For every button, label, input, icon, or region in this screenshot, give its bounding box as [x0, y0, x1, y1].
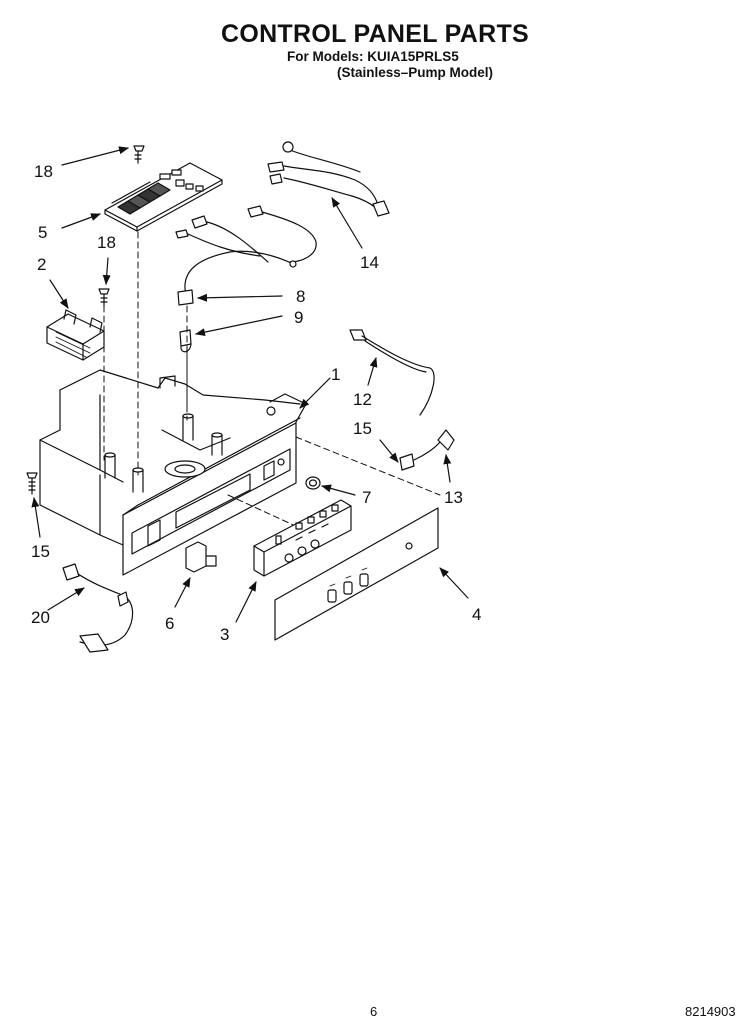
callout-8: 8	[296, 287, 305, 306]
callout-14: 14	[360, 253, 379, 272]
control-housing-part-1	[39, 369, 307, 576]
models-subtitle: For Models: KUIA15PRLS5	[287, 49, 459, 64]
door-switch-part-6	[185, 541, 217, 573]
callout-5: 5	[38, 223, 47, 242]
callout-7: 7	[362, 488, 371, 507]
callout-numbers: 18 5 18 2 14 8 9 1 12 15 7 13 15 20 6 3 …	[31, 162, 481, 644]
sensor-cable-part-20	[62, 563, 134, 653]
callout-18-lower: 18	[97, 233, 116, 252]
callout-4: 4	[472, 605, 481, 624]
callout-18-top: 18	[34, 162, 53, 181]
callout-13: 13	[444, 488, 463, 507]
wire-harness-part-14	[267, 141, 390, 217]
callout-leaders	[31, 146, 469, 623]
callout-15-left: 15	[31, 542, 50, 561]
model-variant-subtitle: (Stainless–Pump Model)	[337, 65, 494, 80]
document-number: 8214903	[685, 1004, 736, 1019]
switch-board-part-3	[253, 499, 352, 577]
lamp-bulb-part-9	[179, 329, 192, 353]
wire-part-12	[349, 329, 435, 416]
screw-part-18-upper	[133, 145, 145, 164]
callout-2: 2	[37, 255, 46, 274]
thermistor-part-13	[437, 429, 455, 451]
page-number: 6	[370, 1004, 378, 1019]
callout-1: 1	[331, 365, 340, 384]
indicator-lens-part-7	[305, 476, 321, 490]
transformer-part-2	[46, 309, 105, 361]
callout-15-right: 15	[353, 419, 372, 438]
callout-20: 20	[31, 608, 50, 627]
control-overlay-part-4	[274, 507, 439, 641]
screw-part-15-right	[399, 441, 441, 471]
control-board-part-5	[104, 162, 223, 232]
page-title: CONTROL PANEL PARTS	[220, 20, 530, 48]
screw-part-15-left	[26, 472, 38, 495]
screw-part-18-lower	[98, 288, 110, 307]
callout-3: 3	[220, 625, 229, 644]
lamp-socket-wiring-part-8	[175, 205, 317, 306]
callout-12: 12	[353, 390, 372, 409]
callout-6: 6	[165, 614, 174, 633]
callout-9: 9	[294, 308, 303, 327]
